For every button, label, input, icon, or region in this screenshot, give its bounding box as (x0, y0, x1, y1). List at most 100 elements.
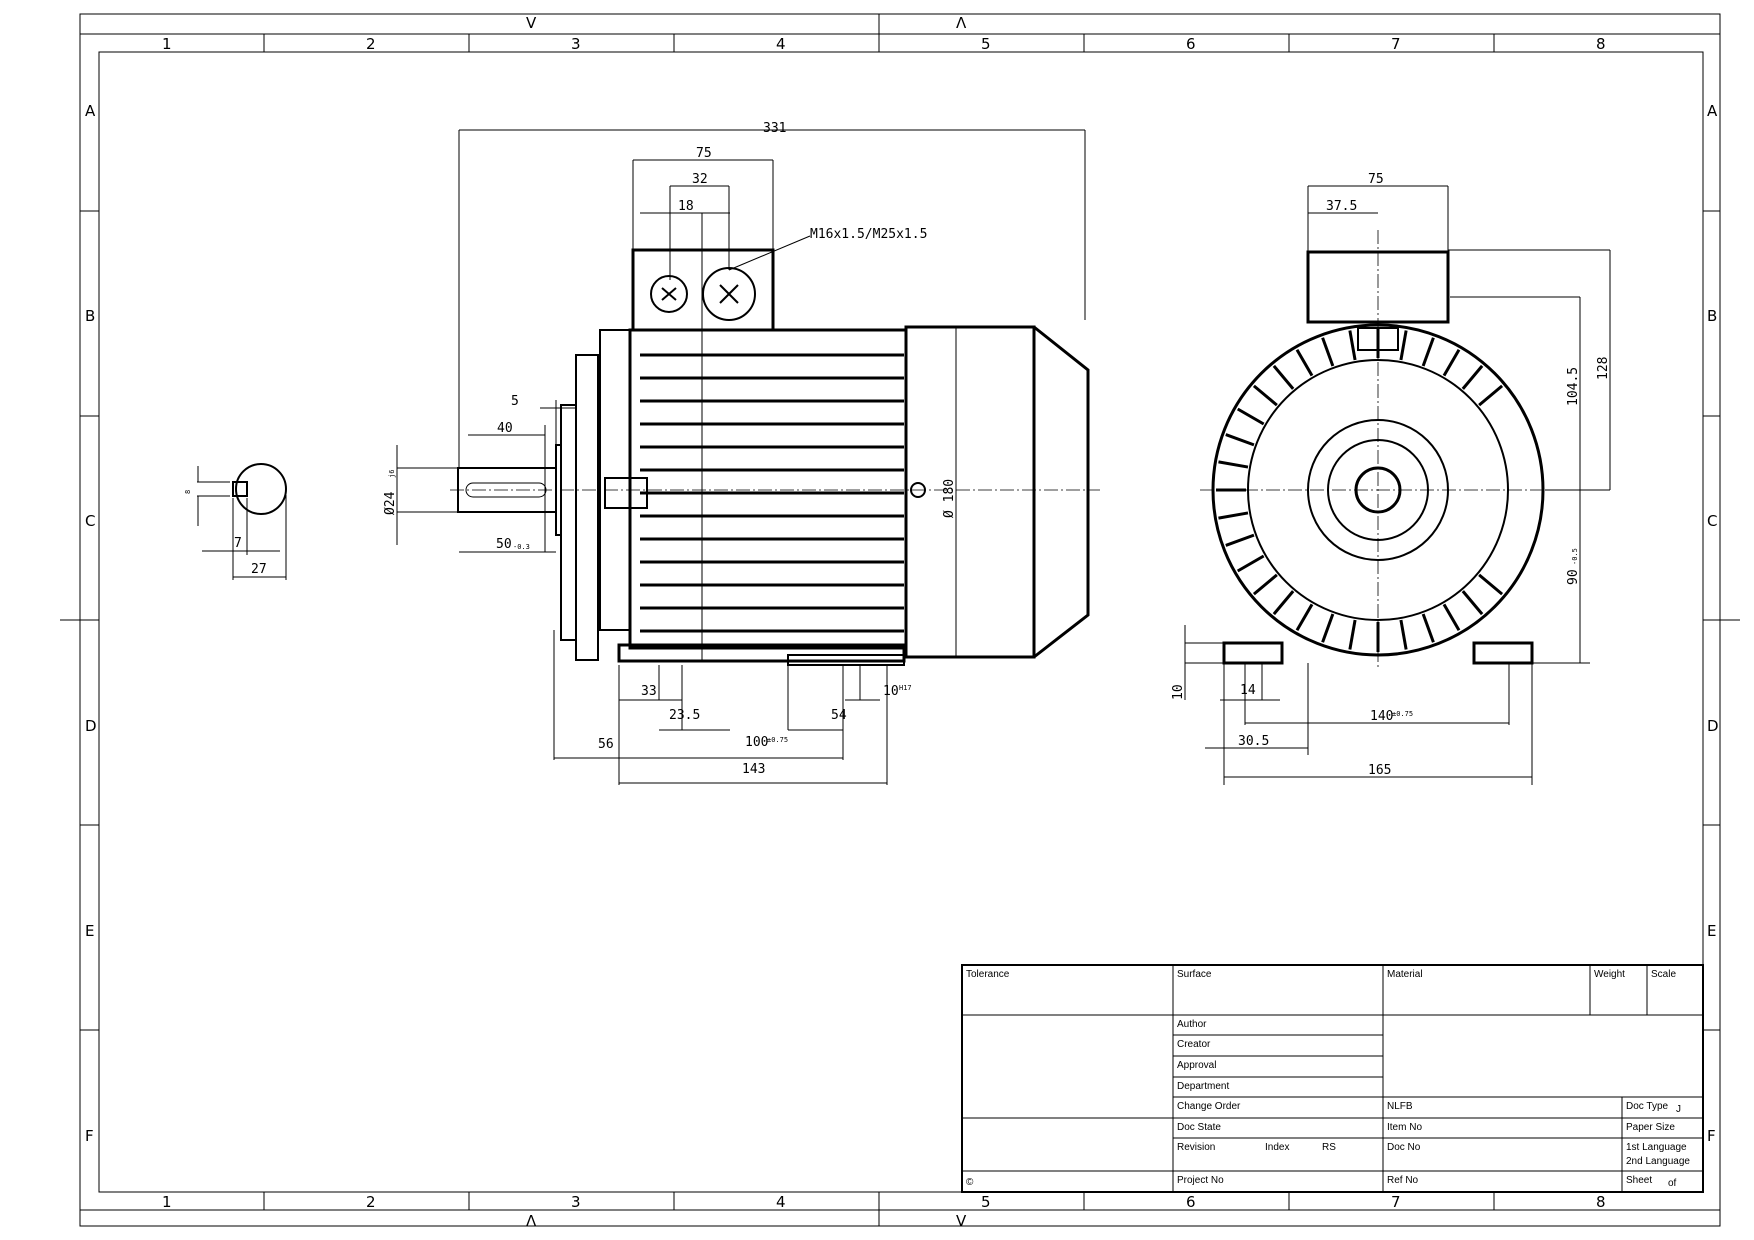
cooling-fin (1348, 330, 1357, 361)
tb-of: of (1668, 1178, 1677, 1189)
cooling-fin (1321, 337, 1335, 367)
dim-shaft-diameter: Ø24 (383, 491, 398, 515)
row-label: C (85, 512, 95, 530)
col-label: 3 (571, 1193, 581, 1211)
cooling-fin (1442, 348, 1461, 377)
side-view-dimensions: 331 75 32 18 M16x1.5/M25x1.5 5 40 Ø24 j6… (383, 121, 1086, 785)
cooling-fin (1399, 619, 1408, 650)
end-view-fins (1216, 328, 1504, 652)
col-label: 5 (981, 35, 991, 53)
tb-sheet: Sheet (1626, 1175, 1652, 1186)
col-label: 2 (366, 1193, 376, 1211)
col-label: 3 (571, 35, 581, 53)
cooling-fin (1272, 590, 1295, 616)
tb-project-no: Project No (1177, 1175, 1224, 1186)
dim-foot-hole-1: 33 (641, 684, 657, 699)
cooling-fin (1225, 533, 1255, 547)
center-mark: V (956, 1212, 967, 1230)
tb-surface: Surface (1177, 969, 1212, 980)
dim-overall-length: 331 (763, 121, 786, 136)
tb-weight: Weight (1594, 969, 1625, 980)
tb-nlfb: NLFB (1387, 1101, 1413, 1112)
dim-gland-spacing: 32 (692, 172, 708, 187)
dim-foot-thickness: 10 (1171, 684, 1186, 700)
cooling-fin (1442, 603, 1461, 632)
row-label: A (85, 102, 96, 120)
drawing-frame (60, 13, 1740, 1227)
tb-paper-size: Paper Size (1626, 1122, 1675, 1133)
dim-foot-total: 143 (742, 762, 765, 777)
cooling-fin (1252, 573, 1278, 596)
cooling-fin (1225, 433, 1255, 447)
cooling-fin (1478, 384, 1504, 407)
row-label: D (1707, 717, 1719, 735)
shaft-diameter-label: 27 (251, 562, 267, 577)
dim-gland-offset: 18 (678, 199, 694, 214)
row-label: F (85, 1127, 94, 1145)
col-label: 2 (366, 35, 376, 53)
tb-rs: RS (1322, 1142, 1336, 1153)
tb-item-no: Item No (1387, 1122, 1422, 1133)
gland-thread-label: M16x1.5/M25x1.5 (810, 227, 927, 242)
tb-revision: Revision (1177, 1142, 1215, 1153)
row-label: B (85, 307, 95, 325)
col-label: 6 (1186, 1193, 1196, 1211)
key-offset-label: 7 (234, 536, 242, 551)
center-mark: Λ (526, 1212, 537, 1230)
key-height-label: 8 (184, 490, 192, 494)
tb-doc-type: Doc Type (1626, 1101, 1668, 1112)
cooling-fin (1399, 330, 1408, 361)
tb-lang2: 2nd Language (1626, 1156, 1690, 1167)
cooling-fin (1478, 573, 1504, 596)
row-label: F (1707, 1127, 1716, 1145)
center-marks: V Λ Λ V (526, 14, 967, 1230)
tb-department: Department (1177, 1081, 1229, 1092)
col-label: 4 (776, 35, 786, 53)
dim-end-foot-total: 165 (1368, 763, 1391, 778)
col-label: 4 (776, 1193, 786, 1211)
dim-terminal-box: 75 (696, 146, 712, 161)
end-view-dimensions: 75 37.5 128 104.5 90 -0.5 10 14 140 ±0.7… (1171, 172, 1611, 785)
cooling-fin (1461, 590, 1484, 616)
cooling-fin (1236, 407, 1265, 426)
column-labels-bottom: 1 2 3 4 5 6 7 8 (162, 1193, 1606, 1211)
col-label: 1 (162, 35, 172, 53)
center-mark: V (526, 14, 537, 32)
cooling-fin (1461, 364, 1484, 390)
dim-shaft-length: 40 (497, 421, 513, 436)
tb-author: Author (1177, 1019, 1207, 1030)
cooling-fin (1252, 384, 1278, 407)
dim-flange-step: 5 (511, 394, 519, 409)
cooling-fin (1421, 337, 1435, 367)
row-label: B (1707, 307, 1717, 325)
cooling-fin (1218, 511, 1249, 520)
title-block: Tolerance Surface Material Weight Scale … (961, 964, 1704, 1193)
cooling-fin (1236, 554, 1265, 573)
row-label: E (85, 922, 94, 940)
dim-box-width: 75 (1368, 172, 1384, 187)
col-label: 7 (1391, 35, 1401, 53)
dim-shaft-diameter-tol: j6 (388, 470, 396, 478)
center-mark: Λ (956, 14, 967, 32)
dim-shaft-shoulder-tol: -0.3 (513, 543, 530, 551)
dim-foot-spacing: 100 (745, 735, 768, 750)
dim-foot-spacing-tol: ±0.75 (767, 736, 788, 744)
dim-foot-span: 140 (1370, 709, 1393, 724)
dim-shaft-height: 90 (1566, 569, 1581, 585)
row-label: E (1707, 922, 1716, 940)
cooling-fin (1348, 619, 1357, 650)
col-label: 1 (162, 1193, 172, 1211)
column-labels-top: 1 2 3 4 5 6 7 8 (162, 35, 1606, 53)
cooling-fin (1272, 364, 1295, 390)
dim-box-half: 37.5 (1326, 199, 1357, 214)
col-label: 6 (1186, 35, 1196, 53)
dim-height-top: 128 (1596, 357, 1611, 380)
tb-index: Index (1265, 1142, 1289, 1153)
col-label: 8 (1596, 1193, 1606, 1211)
cooling-fin (1295, 348, 1314, 377)
tb-material: Material (1387, 969, 1423, 980)
tb-doc-no: Doc No (1387, 1142, 1421, 1153)
tb-tolerance: Tolerance (966, 969, 1010, 980)
dim-fan-cover-diameter: Ø 180 (942, 479, 957, 518)
